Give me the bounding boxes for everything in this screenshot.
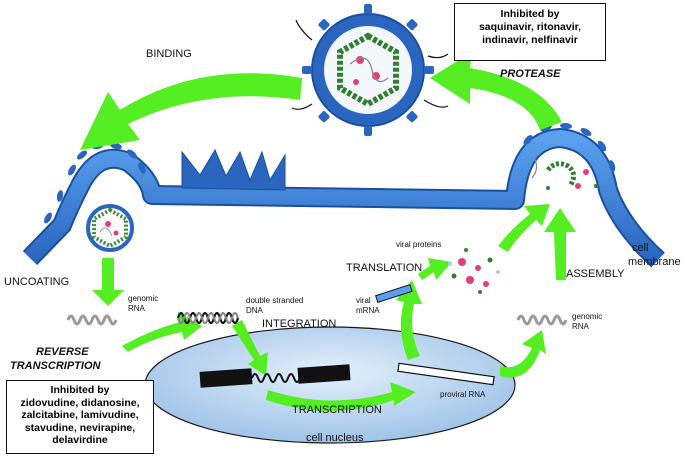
- genomic-rna-left: [66, 314, 118, 326]
- label-transcription: TRANSCRIPTION: [292, 404, 382, 416]
- label-reverse-transcription: TRANSCRIPTION: [10, 360, 101, 372]
- label-cell-membrane-1: cell: [632, 242, 649, 254]
- rt-inhibitors-line-2: zidovudine, didanosine,: [20, 396, 140, 409]
- label-viral-proteins: viral proteins: [396, 240, 442, 249]
- label-assembly: ASSEMBLY: [566, 268, 625, 280]
- label-cell-nucleus: cell nucleus: [306, 432, 364, 444]
- cell-membrane: [22, 122, 665, 268]
- protease-inhibitors-line-1: Inhibited by: [500, 8, 560, 20]
- label-genomic-rna-right-2: RNA: [572, 322, 589, 331]
- label-integration: INTEGRATION: [262, 318, 337, 330]
- label-binding: BINDING: [146, 48, 192, 60]
- rt-inhibitors-line-4: stavudine, nevirapine,: [24, 421, 136, 434]
- rt-inhibitors-line-1: Inhibited by: [50, 384, 110, 396]
- membrane-spikes-right: [523, 122, 616, 172]
- internalized-virus-capsid: [86, 204, 134, 252]
- label-viral-mrna-2: mRNA: [356, 306, 380, 315]
- label-protease: PROTEASE: [500, 68, 561, 80]
- budding-virion-contents: [531, 157, 598, 190]
- lifecycle-arrows: [80, 52, 576, 411]
- rt-inhibitors-box: Inhibited by zidovudine, didanosine, zal…: [6, 380, 154, 454]
- membrane-receptors: [181, 148, 286, 191]
- host-dna-left: [199, 368, 253, 388]
- rt-inhibitors-line-3: zalcitabine, lamivudine,: [21, 409, 139, 421]
- label-translation: TRANSLATION: [346, 262, 423, 274]
- host-dna-right: [297, 364, 351, 384]
- label-dsdna-1: double stranded: [246, 296, 304, 305]
- label-genomic-rna-left-1: genomic: [128, 294, 159, 303]
- label-proviral-rna: proviral RNA: [440, 390, 486, 399]
- mature-virion: [291, 4, 449, 136]
- proviral-dna: [251, 373, 301, 383]
- label-viral-mrna-1: viral: [356, 296, 371, 305]
- rt-inhibitors-line-5: delavirdine: [52, 434, 108, 446]
- proviral-rna-bar: [397, 362, 495, 386]
- protease-inhibitors-box: Inhibited by saquinavir, ritonavir, indi…: [454, 3, 606, 61]
- label-reverse: REVERSE: [36, 346, 89, 358]
- label-cell-membrane-2: membrane: [628, 256, 681, 268]
- nucleic-acids: [66, 284, 568, 388]
- protease-inhibitors-line-3: indinavir, nelfinavir: [482, 34, 578, 46]
- viral-proteins-cluster: [448, 248, 500, 294]
- label-genomic-rna-left-2: RNA: [128, 304, 145, 313]
- label-genomic-rna-right-1: genomic: [572, 312, 603, 321]
- viral-mrna-bar: [375, 284, 413, 304]
- protease-inhibitors-line-2: saquinavir, ritonavir,: [478, 21, 582, 33]
- genomic-rna-right: [516, 314, 568, 326]
- label-uncoating: UNCOATING: [4, 276, 70, 288]
- label-dsdna-2: DNA: [246, 306, 263, 315]
